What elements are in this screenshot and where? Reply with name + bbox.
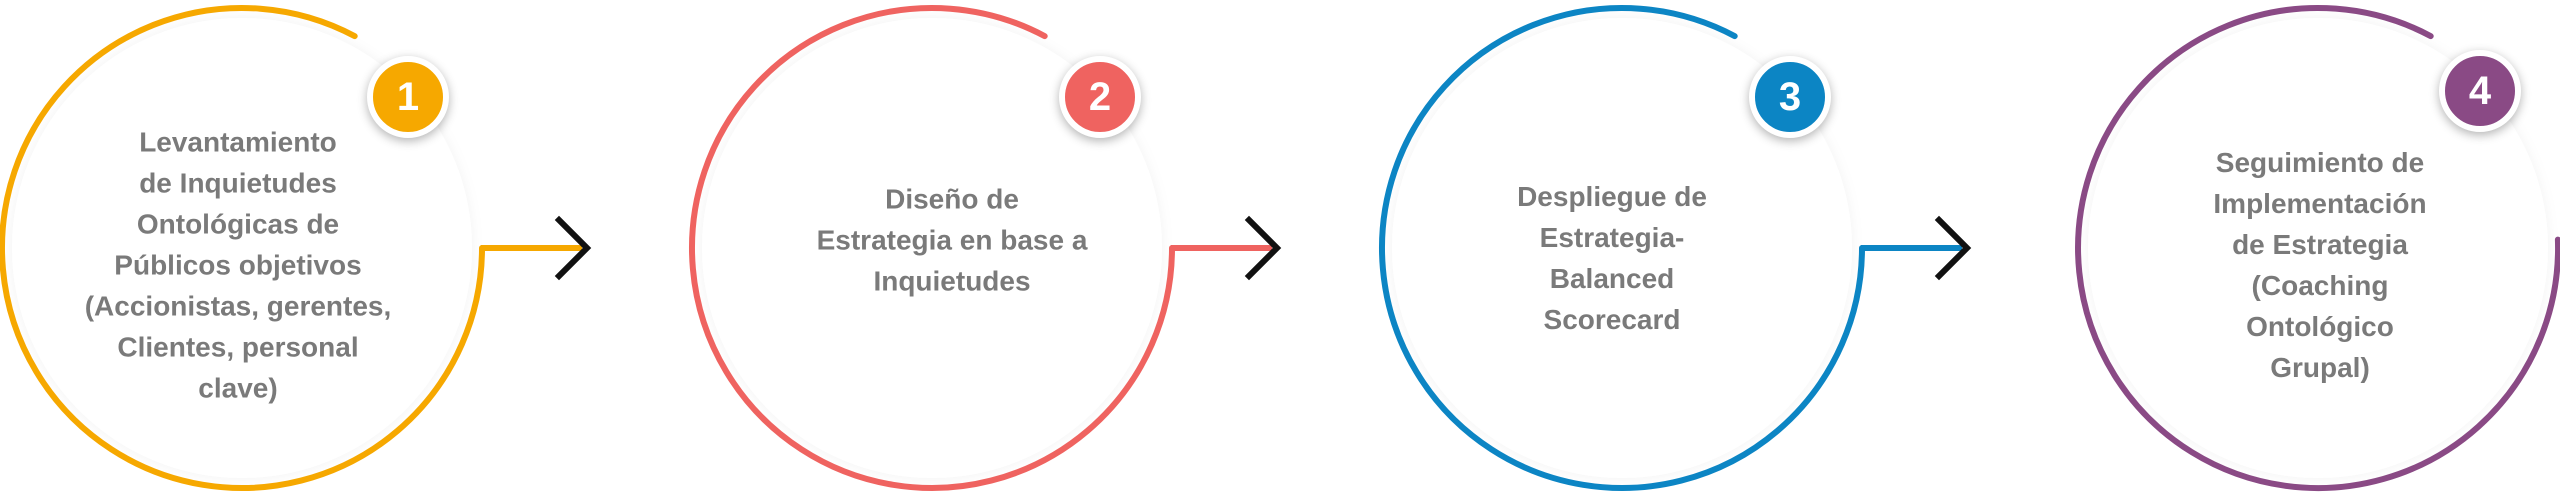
step-1-ring xyxy=(0,4,485,491)
step-label-line: Implementación xyxy=(2213,188,2427,219)
step-label-line: Estrategia en base a xyxy=(816,224,1088,256)
step-label-line: Diseño de xyxy=(885,183,1019,215)
step-label-line: Públicos objetivos xyxy=(114,249,362,281)
step-label-line: (Accionistas, gerentes, xyxy=(84,290,392,322)
step-3-number-badge: 3 xyxy=(1749,56,1831,138)
step-4-label: Seguimiento de Implementación de Estrategi… xyxy=(2140,142,2500,388)
step-4-number-badge: 4 xyxy=(2439,50,2521,132)
arrow-icon xyxy=(554,215,592,281)
step-label-line: Clientes, personal xyxy=(117,331,359,363)
step-label-line: Balanced xyxy=(1549,263,1675,294)
step-label-line: Levantamiento xyxy=(139,126,337,158)
step-2-label: Diseño de Estrategia en base a Inquietudes xyxy=(772,179,1132,302)
step-4-ring xyxy=(2075,5,2560,492)
step-1-disc xyxy=(12,18,472,478)
step-4-disc xyxy=(2088,18,2548,478)
step-label-line: Estrategia- xyxy=(1539,222,1685,253)
step-label-line: Inquietudes xyxy=(873,265,1031,297)
step-3-disc xyxy=(1392,18,1852,478)
step-label-line: (Coaching xyxy=(2251,270,2389,301)
step-3-ring xyxy=(1379,4,1865,491)
step-2-disc xyxy=(702,18,1162,478)
step-2-ring xyxy=(689,4,1175,491)
step-label-line: Grupal) xyxy=(2270,352,2370,383)
step-1-number-badge: 1 xyxy=(367,56,449,138)
step-label-line: Ontológicas de xyxy=(136,208,340,240)
step-2-number-badge: 2 xyxy=(1059,56,1141,138)
step-label-line: Ontológico xyxy=(2246,311,2394,342)
step-label-line: Scorecard xyxy=(1543,304,1681,335)
arrow-icon xyxy=(1244,215,1282,281)
step-label-line: de Estrategia xyxy=(2232,229,2408,260)
step-label-line: Despliegue de xyxy=(1517,181,1707,212)
arrow-icon xyxy=(1934,215,1972,281)
step-label-line: Seguimiento de xyxy=(2215,147,2425,178)
step-label-line: clave) xyxy=(198,372,278,404)
step-label-line: de Inquietudes xyxy=(139,167,337,199)
